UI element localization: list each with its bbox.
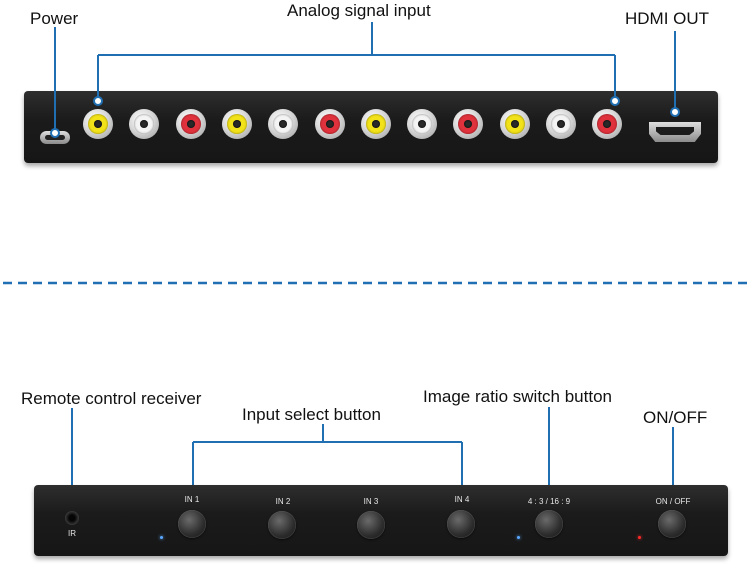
power-switch-button[interactable] [658, 510, 686, 538]
hdmi-marker [670, 107, 680, 117]
rca-jack-yellow [361, 109, 391, 139]
rca-jack-yellow [83, 109, 113, 139]
power-led [638, 536, 641, 539]
ratio-led [517, 536, 520, 539]
hdmi-out-label: HDMI OUT [625, 9, 710, 28]
analog-signal-input-label: Analog signal input [287, 1, 431, 20]
image-ratio-switch-button-label: Image ratio switch button [423, 387, 612, 406]
input-select-button-label: Input select button [242, 405, 381, 424]
analog-input-marker-left [93, 96, 103, 106]
in4-button[interactable] [447, 510, 475, 538]
ratio-switch-button[interactable] [535, 510, 563, 538]
in4-label: IN 4 [454, 495, 470, 504]
input-led [160, 536, 163, 539]
power-switch-label: ON / OFF [655, 497, 691, 506]
rca-jack-white [129, 109, 159, 139]
rca-jack-red [592, 109, 622, 139]
analog-input-marker-right [610, 96, 620, 106]
in3-button[interactable] [357, 511, 385, 539]
in2-label: IN 2 [275, 497, 291, 506]
power-label: Power [30, 9, 79, 28]
power-marker [50, 128, 60, 138]
in2-button[interactable] [268, 511, 296, 539]
remote-control-receiver-label: Remote control receiver [21, 389, 202, 408]
in3-label: IN 3 [363, 497, 379, 506]
rca-jack-white [268, 109, 298, 139]
rca-jack-red [453, 109, 483, 139]
rca-jack-yellow [222, 109, 252, 139]
rear-panel [24, 91, 718, 163]
rca-jack-white [407, 109, 437, 139]
rca-jack-yellow [500, 109, 530, 139]
ir-label: IR [68, 529, 76, 538]
rca-jack-red [176, 109, 206, 139]
in1-label: IN 1 [184, 495, 200, 504]
ratio-switch-label: 4 : 3 / 16 : 9 [527, 497, 571, 506]
in1-button[interactable] [178, 510, 206, 538]
ir-sensor [65, 511, 79, 525]
front-panel: IR IN 1 IN 2 IN 3 IN 4 4 : 3 / 16 : 9 ON… [34, 485, 728, 556]
rca-jack-white [546, 109, 576, 139]
hdmi-port [649, 122, 701, 142]
rca-jack-red [315, 109, 345, 139]
on-off-label: ON/OFF [643, 408, 708, 427]
